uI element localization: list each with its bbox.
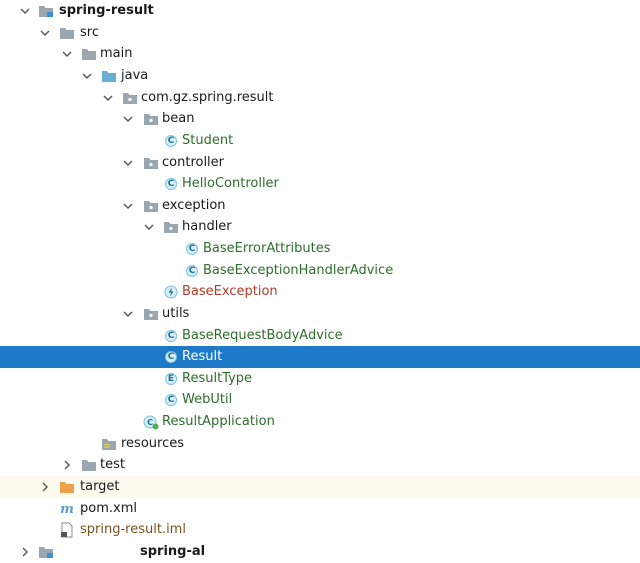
class-icon: C [163,392,179,408]
handler-label: handler [182,219,232,234]
exception-class-icon [163,284,179,300]
base-exception-handler-advice-label: BaseExceptionHandlerAdvice [203,263,394,278]
chevron-right-icon[interactable] [60,458,74,472]
package-root-label: com.gz.spring.result [141,90,274,105]
java-label: java [121,68,149,83]
tree-row-base-error-attributes[interactable]: C BaseErrorAttributes [0,238,640,260]
tree-row-web-util[interactable]: C WebUtil [0,389,640,411]
chevron-down-icon[interactable] [18,4,32,18]
tree-row-exception[interactable]: exception [0,195,640,217]
chevron-right-icon[interactable] [38,480,52,494]
tree-row-iml[interactable]: spring-result.iml [0,519,640,541]
test-label: test [100,457,125,472]
tree-row-target[interactable]: target [0,476,640,498]
chevron-right-icon[interactable] [18,545,32,559]
class-icon: C [163,349,179,365]
chevron-down-icon[interactable] [38,26,52,40]
chevron-down-icon[interactable] [121,199,135,213]
folder-icon [81,46,97,62]
project-root-label: spring-result [59,3,154,18]
class-icon: C [163,133,179,149]
package-icon [163,219,179,235]
tree-row-result[interactable]: C Result [0,346,640,368]
tree-row-utils[interactable]: utils [0,303,640,325]
tree-row-controller[interactable]: controller [0,152,640,174]
enum-icon: E [163,371,179,387]
svg-text:m: m [60,502,74,516]
excluded-folder-icon [59,479,75,495]
tree-row-student[interactable]: C Student [0,130,640,152]
chevron-down-icon[interactable] [121,156,135,170]
folder-icon [81,457,97,473]
exception-label: exception [162,198,226,213]
chevron-down-icon[interactable] [80,69,94,83]
hello-controller-label: HelloController [182,176,279,191]
base-error-attributes-label: BaseErrorAttributes [203,241,331,256]
tree-row-java[interactable]: java [0,65,640,87]
chevron-down-icon[interactable] [101,91,115,105]
result-type-label: ResultType [182,371,253,386]
chevron-down-icon[interactable] [142,220,156,234]
tree-row-resources[interactable]: resources [0,433,640,455]
tree-row-project-root[interactable]: spring-result [0,0,640,22]
module-folder-icon [38,544,54,560]
result-application-label: ResultApplication [162,414,275,429]
package-icon [122,90,138,106]
base-exception-label: BaseException [182,284,278,299]
next-module-label: spring-al [140,544,206,559]
class-icon: C [163,176,179,192]
tree-row-bean[interactable]: bean [0,108,640,130]
source-folder-icon [101,68,117,84]
package-icon [143,198,159,214]
utils-label: utils [162,306,190,321]
tree-row-test[interactable]: test [0,454,640,476]
chevron-down-icon[interactable] [121,112,135,126]
folder-icon [59,25,75,41]
target-label: target [80,479,120,494]
maven-icon: m [59,501,75,517]
controller-label: controller [162,155,225,170]
tree-row-result-type[interactable]: E ResultType [0,368,640,390]
tree-row-result-application[interactable]: C ResultApplication [0,411,640,433]
class-icon: C [184,241,200,257]
tree-row-handler[interactable]: handler [0,216,640,238]
src-label: src [80,25,99,40]
package-icon [143,111,159,127]
module-file-icon [59,522,75,538]
resources-label: resources [121,436,185,451]
module-folder-icon [38,3,54,19]
tree-row-main[interactable]: main [0,43,640,65]
chevron-down-icon[interactable] [121,307,135,321]
tree-row-base-exception-handler-advice[interactable]: C BaseExceptionHandlerAdvice [0,260,640,282]
chevron-down-icon[interactable] [60,47,74,61]
tree-row-pom[interactable]: m pom.xml [0,498,640,520]
web-util-label: WebUtil [182,392,233,407]
spring-boot-class-icon: C [143,414,159,430]
class-icon: C [184,263,200,279]
student-label: Student [182,133,234,148]
bean-label: bean [162,111,195,126]
main-label: main [100,46,133,61]
tree-row-next-module[interactable]: spring-al [0,541,640,563]
tree-row-src[interactable]: src [0,22,640,44]
package-icon [143,306,159,322]
tree-row-hello-controller[interactable]: C HelloController [0,173,640,195]
iml-label: spring-result.iml [80,522,186,537]
pom-label: pom.xml [80,501,137,516]
tree-row-base-exception[interactable]: BaseException [0,281,640,303]
package-icon [143,155,159,171]
tree-row-package-root[interactable]: com.gz.spring.result [0,87,640,109]
resources-folder-icon [101,436,117,452]
tree-row-base-request-body-advice[interactable]: C BaseRequestBodyAdvice [0,325,640,347]
svg-text:C: C [147,418,153,427]
class-icon: C [163,328,179,344]
base-request-body-advice-label: BaseRequestBodyAdvice [182,328,343,343]
result-label: Result [182,349,223,364]
